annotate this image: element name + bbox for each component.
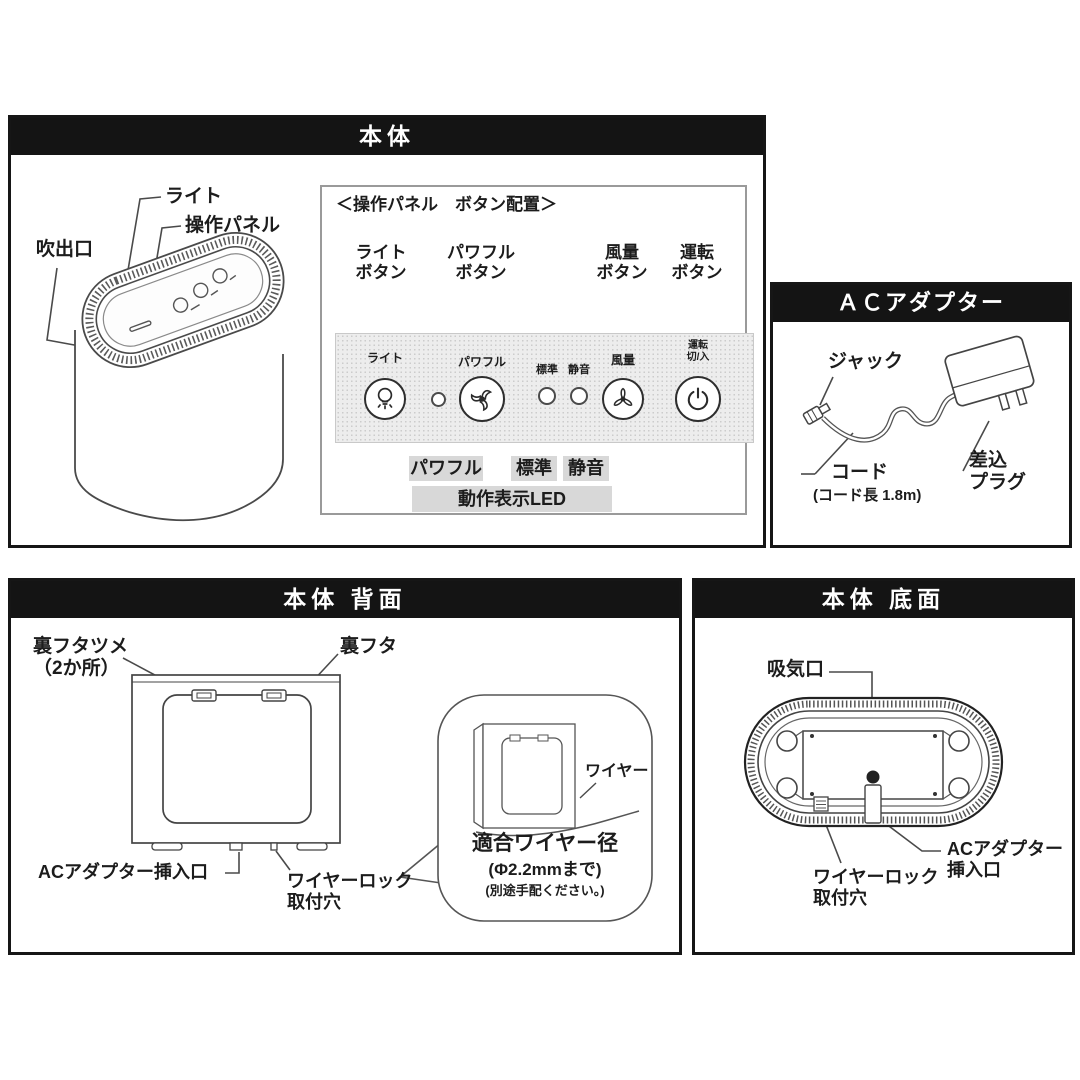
strip-label-light: ライト (366, 351, 403, 365)
tag-quiet-led: 静音 (563, 456, 609, 481)
fan-blade-icon (612, 387, 634, 407)
callout-rear-cover-tab: 裏フタツメ （2か所） (33, 636, 129, 680)
rear-cover-tabs (191, 689, 287, 702)
panel-bottom-title: 本体 底面 (695, 581, 1072, 618)
air-outlet-louvers (85, 235, 281, 365)
callout-plug: 差込 プラグ (969, 450, 1027, 494)
bubble-device-sketch (473, 722, 640, 837)
button-layout-title: ＜操作パネル ボタン配置＞ (336, 195, 557, 214)
main-unit-top-panel (81, 231, 285, 369)
bottom-feet (776, 730, 970, 799)
callout-outlet: 吹出口 (36, 239, 94, 260)
power-icon (687, 387, 709, 411)
callout-jack: ジャック (828, 351, 904, 372)
adapter-cord-highlight (822, 382, 973, 442)
rear-ac-inlet-mark (229, 842, 243, 851)
callout-rear-cover: 裏フタ (340, 636, 398, 657)
ac-callout-lines (801, 376, 990, 475)
main-unit-illustration (46, 196, 701, 522)
callout-light: ライト (165, 186, 223, 207)
rear-base (151, 842, 328, 851)
center-screw (866, 770, 880, 784)
strip-label-standard: 標準 (536, 364, 558, 376)
plug-prong (1014, 387, 1028, 406)
bottom-ac-inlet-channel (864, 784, 882, 824)
adapter-cord (821, 381, 974, 443)
callout-bottom-ac-inlet: ACアダプター 挿入口 (947, 839, 1063, 881)
fan-button (602, 378, 644, 420)
adapter-jack (802, 402, 832, 425)
bottom-screws (810, 734, 937, 796)
rear-body (131, 674, 341, 851)
callout-rear-ac-inlet: ACアダプター挿入口 (38, 862, 208, 882)
wire-line (475, 810, 640, 837)
strip-label-powerful: パワフル (457, 355, 506, 369)
operation-led-caption: 動作表示LED (412, 486, 612, 512)
strip-label-fan: 風量 (610, 353, 635, 367)
bubble-wire-title: 適合ワイヤー径 (471, 832, 619, 855)
bubble-wire-size: (Φ2.2mmまで) (488, 860, 602, 879)
panel-rear: 本体 背面 (8, 578, 682, 955)
fan-swirl-icon (469, 389, 493, 412)
power-button (675, 376, 721, 422)
led-powerful (431, 392, 446, 407)
powerful-button (459, 376, 505, 422)
ac-adapter-illustration (801, 335, 1035, 475)
led-quiet (570, 387, 588, 405)
top-panel-button-marks (129, 268, 237, 332)
bottom-view-illustration (743, 671, 1004, 864)
rear-cover (162, 694, 312, 824)
bottom-wire-lock-hole (813, 796, 829, 812)
panel-ac-adapter: ＡＣアダプター (770, 282, 1072, 548)
callout-cord-length: (コード長 1.8m) (813, 487, 922, 504)
panel-rear-title: 本体 背面 (11, 581, 679, 618)
callout-control-panel: 操作パネル (185, 215, 281, 236)
callout-bottom-wire-lock: ワイヤーロック 取付穴 (813, 867, 939, 909)
panel-bottom: 本体 底面 (692, 578, 1075, 955)
plug-prong (997, 392, 1011, 411)
tag-standard-led: 標準 (511, 456, 557, 481)
label-fan-button: 風量 ボタン (596, 243, 648, 283)
strip-label-power: 運転 切/入 (686, 340, 710, 363)
callout-rear-wire-lock: ワイヤーロック 取付穴 (287, 871, 413, 913)
label-light-button: ライト ボタン (355, 243, 407, 283)
bubble-wire-label: ワイヤー (585, 763, 649, 780)
bubble-wire-note: (別途手配ください。) (485, 883, 605, 898)
rear-view-illustration (122, 653, 653, 922)
rear-wire-lock-mark (270, 842, 278, 851)
panel-main-unit: 本体 (8, 115, 766, 548)
callout-intake: 吸気口 (767, 659, 825, 680)
label-power-button: 運転 ボタン (671, 243, 723, 283)
light-bulb-icon (377, 387, 393, 410)
adapter-block (944, 335, 1035, 411)
bottom-view (743, 696, 1004, 828)
callout-cord: コード (831, 462, 889, 483)
wire-bubble (398, 694, 653, 922)
led-standard (538, 387, 556, 405)
panel-ac-adapter-title: ＡＣアダプター (773, 285, 1069, 322)
light-button (364, 378, 406, 420)
main-unit-body (74, 231, 285, 522)
label-powerful-button: パワフル ボタン (447, 243, 515, 283)
strip-label-quiet: 静音 (568, 364, 590, 376)
panel-main-unit-title: 本体 (11, 118, 763, 155)
tag-powerful-led: パワフル (409, 456, 483, 481)
